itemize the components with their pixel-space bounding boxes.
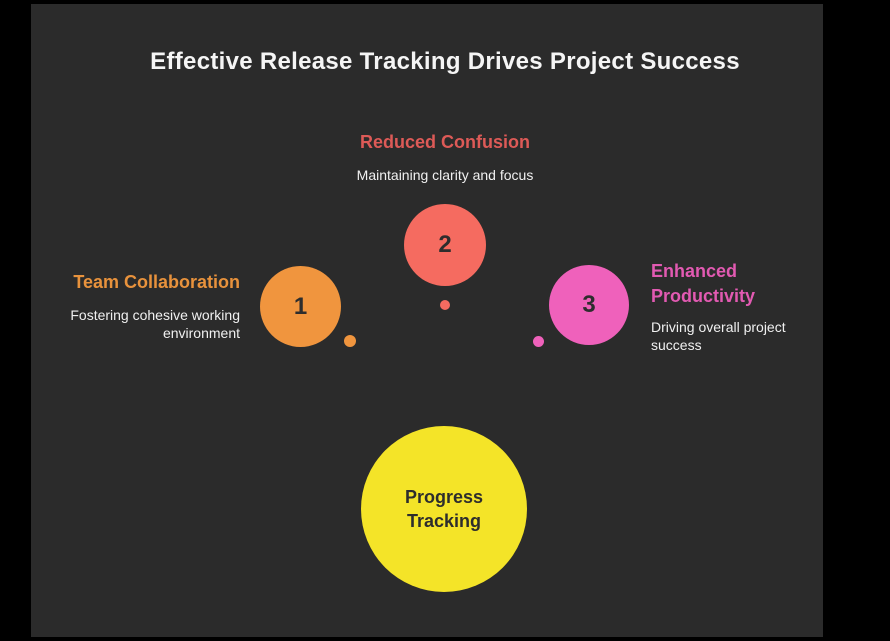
step-1-description: Fostering cohesive working environment (70, 307, 240, 341)
step-2-number: 2 (438, 231, 452, 258)
step-2-heading: Reduced Confusion (360, 132, 530, 152)
step-2-connector-dot (440, 300, 450, 310)
step-1-heading: Team Collaboration (73, 272, 240, 292)
step-3-connector-dot (533, 336, 544, 347)
step-2-circle: 2 (404, 204, 486, 286)
page-title: Effective Release Tracking Drives Projec… (150, 48, 740, 75)
center-circle-label: Progress Tracking (404, 487, 484, 531)
step-3-number: 3 (582, 291, 596, 318)
step-3-circle: 3 (549, 265, 629, 345)
step-3-heading: Enhanced Productivity (651, 261, 756, 306)
step-1-connector-dot (344, 335, 356, 347)
step-1-circle: 1 (260, 266, 341, 347)
step-3-description: Driving overall project success (651, 319, 786, 353)
step-1-number: 1 (293, 292, 308, 320)
step-2-description: Maintaining clarity and focus (356, 167, 534, 183)
infographic-canvas: Effective Release Tracking Drives Projec… (31, 4, 823, 637)
center-circle-progress-tracking: Progress Tracking (361, 426, 527, 592)
